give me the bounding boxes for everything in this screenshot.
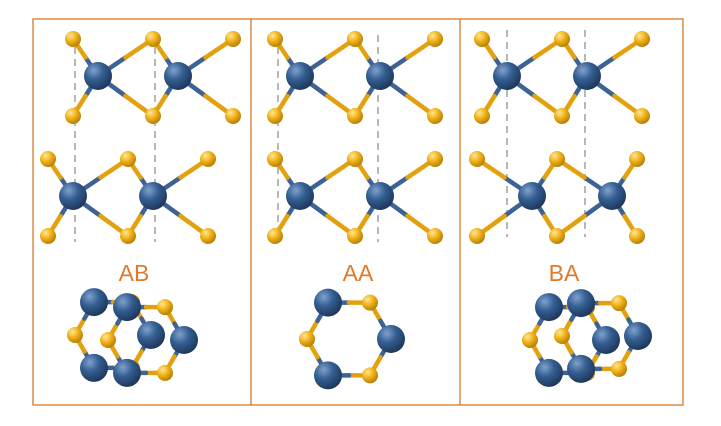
chalcogen-atom bbox=[347, 151, 363, 167]
chalcogen-atom bbox=[634, 108, 650, 124]
bottom-layer bbox=[40, 151, 216, 244]
metal-atom bbox=[84, 62, 112, 90]
chalcogen-atom bbox=[65, 108, 81, 124]
chalcogen-atom bbox=[267, 108, 283, 124]
chalcogen-atom bbox=[554, 328, 570, 344]
metal-atom bbox=[366, 62, 394, 90]
chalcogen-atom bbox=[200, 228, 216, 244]
chalcogen-atom bbox=[65, 31, 81, 47]
panel-ab bbox=[40, 31, 241, 387]
top-view bbox=[299, 288, 405, 390]
metal-atom bbox=[535, 293, 563, 322]
chalcogen-atom bbox=[145, 31, 161, 47]
metal-atom bbox=[624, 322, 652, 350]
chalcogen-atom bbox=[267, 151, 283, 167]
chalcogen-atom bbox=[362, 294, 378, 311]
top-view-upper bbox=[100, 293, 198, 387]
metal-atom bbox=[113, 358, 141, 387]
metal-atom bbox=[286, 182, 314, 210]
metal-atom bbox=[366, 182, 394, 210]
chalcogen-atom bbox=[634, 31, 650, 47]
metal-atom bbox=[80, 353, 108, 382]
metal-atom bbox=[286, 62, 314, 90]
metal-atom bbox=[314, 361, 342, 390]
chalcogen-atom bbox=[157, 364, 173, 381]
chalcogen-atom bbox=[67, 327, 83, 343]
metal-atom bbox=[493, 62, 521, 90]
chalcogen-atom bbox=[611, 360, 627, 377]
metal-atom bbox=[567, 354, 595, 383]
metal-atom bbox=[80, 288, 108, 317]
bottom-layer bbox=[469, 151, 645, 244]
metal-atom bbox=[592, 326, 620, 354]
chalcogen-atom bbox=[225, 31, 241, 47]
top-view-upper bbox=[554, 289, 652, 383]
metal-atom bbox=[59, 182, 87, 210]
chalcogen-atom bbox=[427, 31, 443, 47]
metal-atom bbox=[377, 325, 405, 353]
metal-atom bbox=[170, 326, 198, 354]
top-layer bbox=[267, 31, 443, 124]
chalcogen-atom bbox=[200, 151, 216, 167]
chalcogen-atom bbox=[474, 31, 490, 47]
panel-label-aa: AA bbox=[343, 260, 374, 286]
chalcogen-atom bbox=[299, 331, 315, 347]
chalcogen-atom bbox=[157, 299, 173, 316]
chalcogen-atom bbox=[347, 108, 363, 124]
metal-atom bbox=[518, 182, 546, 210]
chalcogen-atom bbox=[554, 108, 570, 124]
chalcogen-atom bbox=[362, 367, 378, 384]
chalcogen-atom bbox=[427, 108, 443, 124]
chalcogen-atom bbox=[549, 151, 565, 167]
chalcogen-atom bbox=[611, 295, 627, 312]
metal-atom bbox=[113, 293, 141, 322]
chalcogen-atom bbox=[427, 151, 443, 167]
chalcogen-atom bbox=[120, 228, 136, 244]
top-layer bbox=[65, 31, 241, 124]
chalcogen-atom bbox=[469, 228, 485, 244]
chalcogen-atom bbox=[347, 228, 363, 244]
metal-atom bbox=[535, 358, 563, 387]
chalcogen-atom bbox=[427, 228, 443, 244]
panel-ba bbox=[469, 30, 652, 387]
metal-atom bbox=[567, 289, 595, 318]
chalcogen-atom bbox=[629, 228, 645, 244]
metal-atom bbox=[137, 321, 165, 349]
panel-label-ab: AB bbox=[119, 260, 150, 286]
metal-atom bbox=[598, 182, 626, 210]
panel-aa bbox=[267, 31, 443, 390]
chalcogen-atom bbox=[40, 228, 56, 244]
chalcogen-atom bbox=[629, 151, 645, 167]
chalcogen-atom bbox=[100, 332, 116, 348]
panel-label-ba: BA bbox=[549, 260, 580, 286]
chalcogen-atom bbox=[474, 108, 490, 124]
chalcogen-atom bbox=[267, 31, 283, 47]
top-layer bbox=[474, 31, 650, 124]
metal-atom bbox=[164, 62, 192, 90]
metal-atom bbox=[573, 62, 601, 90]
chalcogen-atom bbox=[40, 151, 56, 167]
chalcogen-atom bbox=[120, 151, 136, 167]
chalcogen-atom bbox=[554, 31, 570, 47]
metal-atom bbox=[314, 288, 342, 317]
chalcogen-atom bbox=[522, 332, 538, 348]
chalcogen-atom bbox=[225, 108, 241, 124]
outer-frame bbox=[32, 18, 684, 406]
metal-atom bbox=[139, 182, 167, 210]
chalcogen-atom bbox=[549, 228, 565, 244]
chalcogen-atom bbox=[267, 228, 283, 244]
chalcogen-atom bbox=[145, 108, 161, 124]
chalcogen-atom bbox=[347, 31, 363, 47]
bottom-layer bbox=[267, 151, 443, 244]
chalcogen-atom bbox=[469, 151, 485, 167]
